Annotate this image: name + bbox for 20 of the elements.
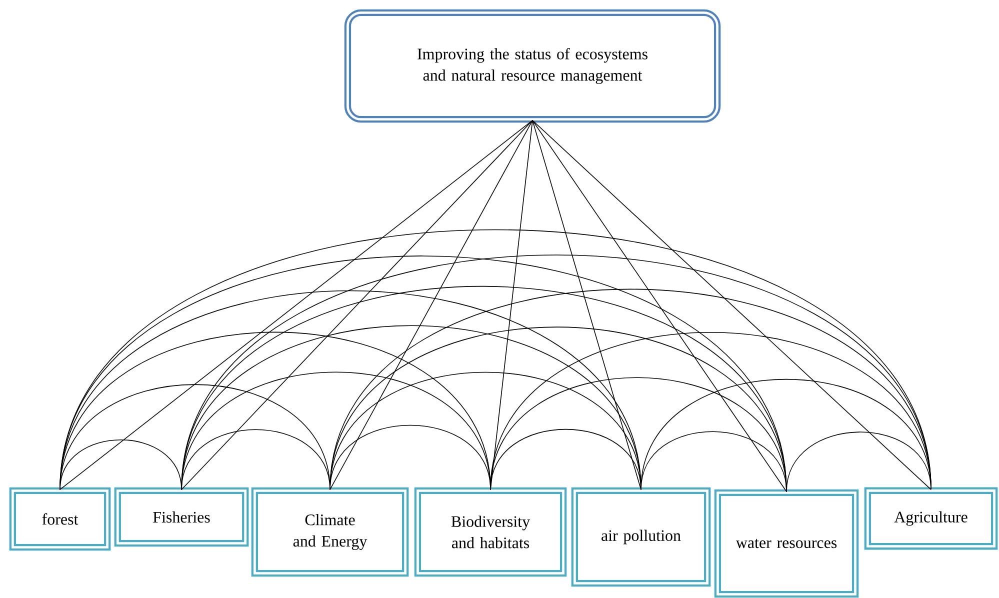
connector-line <box>532 120 787 492</box>
connector-line <box>532 120 642 490</box>
topic-box: Fisheries <box>114 487 249 547</box>
connector-arc <box>786 432 932 492</box>
topic-box: air pollution <box>571 487 711 587</box>
goal-box: Improving the status of ecosystems and natural resource management <box>344 9 721 123</box>
topic-box: Biodiversity and habitats <box>414 487 567 577</box>
topic-box: Agriculture <box>864 487 998 550</box>
connector-line <box>60 120 533 490</box>
connector-line <box>330 120 533 490</box>
connector-arc <box>181 254 932 490</box>
connector-arc <box>640 378 932 490</box>
connector-line <box>532 120 932 490</box>
connector-line <box>181 120 533 490</box>
topic-box: Climate and Energy <box>251 487 409 577</box>
connector-arc <box>60 229 932 490</box>
connector-arc <box>330 288 932 490</box>
connector-arc <box>490 332 932 490</box>
topic-box: forest <box>9 487 111 551</box>
topic-box: water resources <box>714 489 859 598</box>
